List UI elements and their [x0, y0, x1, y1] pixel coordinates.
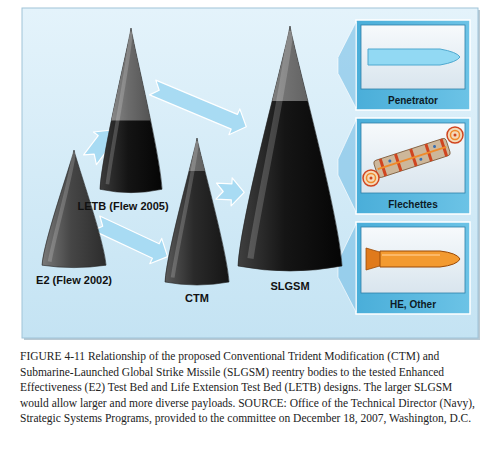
- payload-label: Penetrator: [356, 95, 470, 106]
- callout-wedge: [338, 22, 356, 108]
- payload-frame: [356, 20, 470, 110]
- body-label: SLGSM: [270, 280, 309, 292]
- panel: [22, 8, 478, 338]
- body-label: E2 (Flew 2002): [36, 274, 112, 286]
- flechette-drawing: [373, 138, 451, 179]
- payload-box: Flechettes: [356, 118, 470, 214]
- reentry-body-outline: [238, 26, 342, 278]
- payload-label: Flechettes: [356, 199, 470, 210]
- explosive-drawing: [366, 248, 460, 270]
- payload-label: HE, Other: [356, 299, 470, 310]
- payload-box: HE, Other: [356, 222, 470, 314]
- figure-caption: FIGURE 4-11 Relationship of the proposed…: [20, 349, 482, 427]
- penetrator-drawing: [368, 49, 460, 65]
- reentry-body-outline: [165, 138, 229, 290]
- body-label: LETB (Flew 2005): [77, 200, 168, 212]
- callout-wedge: [338, 120, 356, 212]
- body-label: CTM: [185, 292, 209, 304]
- payload-inset: [361, 25, 465, 89]
- block-arrow: [216, 178, 244, 206]
- payload-frame: [356, 222, 470, 314]
- reentry-body: E2 (Flew 2002): [42, 150, 106, 290]
- payload-inset: [361, 227, 465, 293]
- payload-box: Penetrator: [356, 20, 470, 110]
- reentry-body: CTM: [165, 138, 229, 308]
- payload-frame: [356, 118, 470, 214]
- flechette-end-view: [363, 127, 463, 186]
- block-arrow: [150, 80, 247, 135]
- reentry-body: LETB (Flew 2005): [100, 28, 162, 216]
- payload-inset: [361, 123, 465, 193]
- callout-wedge: [338, 224, 356, 312]
- reentry-body-outline: [100, 28, 162, 198]
- reentry-body: SLGSM: [238, 26, 342, 296]
